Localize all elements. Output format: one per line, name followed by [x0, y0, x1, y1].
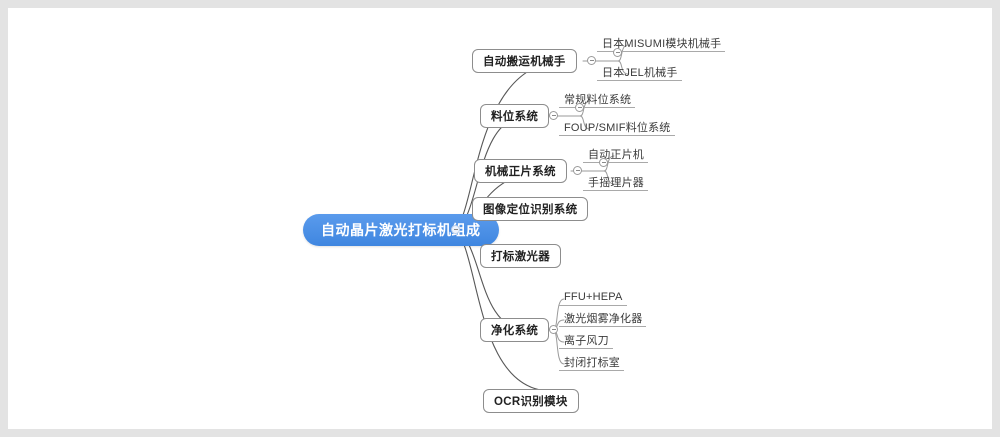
branch-node-6-label: 净化系统	[491, 325, 539, 337]
leaf-node-6-2-label: 激光烟雾净化器	[564, 312, 643, 325]
leaf-node-1-2-label: 日本JEL机械手	[602, 66, 678, 79]
branch-node-3-label: 机械正片系统	[485, 166, 556, 178]
leaf-node-1-2[interactable]: 日本JEL机械手	[597, 63, 682, 81]
leaf-node-3-2-label: 手摇理片器	[588, 176, 644, 189]
leaf-node-6-3[interactable]: 离子风刀	[559, 331, 613, 349]
leaf-node-6-1-label: FFU+HEPA	[564, 290, 623, 303]
branch-node-2[interactable]: 料位系统	[480, 104, 550, 128]
leaf-node-3-1[interactable]: 自动正片机	[583, 145, 648, 163]
root-collapse-toggle-icon[interactable]	[451, 225, 460, 234]
leaf-node-6-4[interactable]: 封闭打标室	[559, 353, 624, 371]
branch-1-collapse-toggle-icon[interactable]	[587, 56, 596, 65]
leaf-node-1-1[interactable]: 日本MISUMI模块机械手	[597, 34, 726, 52]
branch-node-2-label: 料位系统	[491, 111, 539, 123]
leaf-node-6-3-label: 离子风刀	[564, 334, 609, 347]
branch-node-5[interactable]: 打标激光器	[480, 244, 561, 268]
root-node-label: 自动晶片激光打标机组成	[321, 222, 481, 238]
mindmap-canvas[interactable]: 自动晶片激光打标机组成 自动搬运机械手 日本MISUMI模块机械手 日本JEL机…	[8, 8, 992, 429]
branch-node-4-label: 图像定位识别系统	[483, 204, 578, 216]
branch-3-collapse-toggle-icon[interactable]	[573, 166, 582, 175]
leaf-node-2-2-label: FOUP/SMIF料位系统	[564, 121, 671, 134]
branch-3-child-group-toggle-icon[interactable]	[599, 158, 608, 167]
leaf-node-2-2[interactable]: FOUP/SMIF料位系统	[559, 118, 675, 136]
leaf-node-1-1-label: 日本MISUMI模块机械手	[602, 37, 722, 50]
leaf-node-6-1[interactable]: FFU+HEPA	[559, 288, 627, 306]
branch-node-4[interactable]: 图像定位识别系统	[472, 197, 589, 221]
leaf-node-2-1[interactable]: 常规料位系统	[559, 90, 636, 108]
branch-2-child-group-toggle-icon[interactable]	[575, 103, 584, 112]
branch-node-1-label: 自动搬运机械手	[483, 56, 566, 68]
branch-1-child-group-toggle-icon[interactable]	[613, 48, 622, 57]
branch-node-5-label: 打标激光器	[491, 251, 550, 263]
branch-node-1[interactable]: 自动搬运机械手	[472, 49, 577, 73]
leaf-node-3-2[interactable]: 手摇理片器	[583, 173, 648, 191]
branch-node-7[interactable]: OCR识别模块	[483, 389, 579, 413]
branch-6-collapse-toggle-icon[interactable]	[549, 325, 558, 334]
branch-2-collapse-toggle-icon[interactable]	[549, 111, 558, 120]
leaf-node-6-4-label: 封闭打标室	[564, 356, 620, 369]
branch-node-7-label: OCR识别模块	[494, 396, 568, 408]
leaf-node-6-2[interactable]: 激光烟雾净化器	[559, 309, 647, 327]
leaf-node-3-1-label: 自动正片机	[588, 148, 644, 161]
leaf-node-2-1-label: 常规料位系统	[564, 93, 632, 106]
branch-node-6[interactable]: 净化系统	[480, 318, 550, 342]
root-node[interactable]: 自动晶片激光打标机组成	[303, 214, 499, 246]
branch-node-3[interactable]: 机械正片系统	[474, 159, 567, 183]
